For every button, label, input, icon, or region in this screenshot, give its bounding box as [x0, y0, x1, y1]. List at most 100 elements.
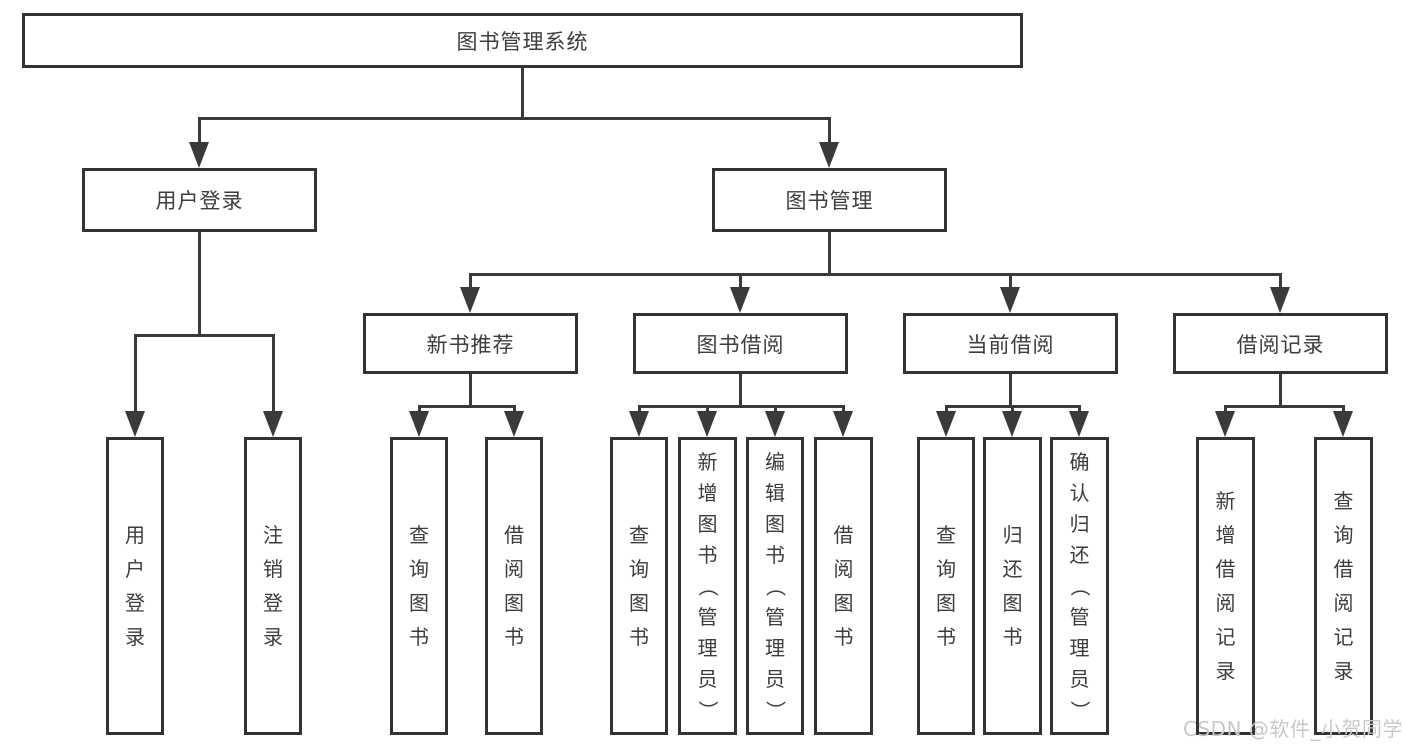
node-label-char: 登 [263, 591, 283, 615]
arrow-down-icon [765, 411, 785, 437]
node-label-char: 借 [833, 523, 854, 547]
watermark: CSDN @软件_小贺同学 [1183, 717, 1403, 741]
node-label-char: ） [1068, 700, 1092, 720]
node-current-borrowing: 当前借阅 [903, 313, 1118, 374]
arrow-down-icon [1215, 411, 1235, 437]
node-label-char: 认 [1069, 480, 1090, 505]
node-label-char: 增 [1215, 523, 1236, 547]
node-label-char: 辑 [765, 480, 785, 505]
node-leaf-return-books: 归还图书 [983, 437, 1042, 735]
node-label-char: 管 [697, 604, 718, 629]
node-label-char: 阅 [1333, 591, 1354, 615]
node-new-book-recommend: 新书推荐 [363, 313, 578, 374]
node-label-char: 图 [409, 591, 429, 615]
arrow-down-icon [409, 411, 429, 437]
node-label-char: 管 [765, 604, 785, 629]
node-label: 图书管理系统 [456, 29, 589, 54]
node-label-char: 图 [936, 591, 956, 615]
node-label-char: （ [763, 576, 788, 596]
node-label-char: 阅 [504, 557, 524, 581]
arrow-down-icon [936, 411, 956, 437]
node-label-char: 书 [409, 625, 429, 649]
node-label-char: 确 [1069, 449, 1090, 474]
node-label-char: 户 [125, 557, 145, 581]
node-label-char: 查 [1333, 489, 1354, 513]
node-label-char: 询 [629, 557, 649, 581]
node-leaf-borrow-books-1: 借阅图书 [485, 437, 543, 735]
arrow-down-icon [1002, 411, 1022, 437]
node-label-char: 理 [1069, 635, 1090, 660]
connector-line [1223, 404, 1345, 408]
node-label-char: 询 [1333, 523, 1354, 547]
node-label-char: 录 [1333, 659, 1354, 683]
connector-line [827, 116, 831, 161]
node-label-char: 询 [409, 557, 429, 581]
node-label-char: 管 [1069, 604, 1090, 629]
node-label-char: 查 [409, 523, 429, 547]
node-label-char: 用 [125, 523, 145, 547]
arrow-down-icon [263, 411, 283, 437]
node-user-login: 用户登录 [82, 168, 317, 232]
connector-line [738, 373, 742, 408]
connector-line [133, 333, 275, 337]
node-label: 借阅记录 [1236, 332, 1325, 357]
node-label-char: 编 [765, 449, 785, 474]
connector-line [1278, 373, 1282, 408]
node-label-char: 图 [765, 511, 785, 536]
node-label: 图书管理 [785, 189, 874, 213]
node-label-char: 记 [1215, 625, 1236, 649]
connector-line [637, 404, 845, 408]
node-label-char: 录 [125, 625, 145, 649]
node-label-char: （ [1068, 576, 1092, 596]
node-label-char: 增 [697, 480, 718, 505]
arrow-down-icon [1000, 287, 1020, 313]
connector-line [197, 116, 831, 120]
node-leaf-add-borrow-record: 新增借阅记录 [1196, 437, 1255, 735]
node-label-char: 归 [1002, 523, 1023, 547]
node-label-char: 书 [765, 542, 785, 567]
arrow-down-icon [504, 411, 524, 437]
node-label-char: ） [763, 700, 788, 720]
node-label-char: 录 [263, 625, 283, 649]
node-label-char: 图 [697, 511, 718, 536]
node-label-char: 书 [1002, 625, 1023, 649]
node-label-char: 图 [504, 591, 524, 615]
node-label: 用户登录 [155, 189, 244, 213]
node-leaf-logout: 注销登录 [244, 437, 302, 735]
arrow-down-icon [833, 411, 853, 437]
node-label-char: 书 [629, 625, 649, 649]
node-label-char: 图 [629, 591, 649, 615]
node-label: 图书借阅 [696, 332, 785, 357]
node-label-char: 书 [697, 542, 718, 567]
connector-line [827, 231, 831, 276]
node-label-char: 新 [697, 449, 718, 474]
node-book-borrowing: 图书借阅 [633, 313, 848, 374]
node-label-char: （ [696, 576, 720, 596]
connector-line [197, 231, 201, 337]
node-label-char: 理 [765, 635, 785, 660]
node-label-char: 注 [263, 523, 283, 547]
arrow-down-icon [189, 142, 209, 168]
node-label-char: 归 [1069, 511, 1090, 536]
node-leaf-query-borrow-record: 查询借阅记录 [1314, 437, 1373, 735]
node-label-char: 录 [1215, 659, 1236, 683]
arrow-down-icon [697, 411, 717, 437]
arrow-down-icon [1270, 287, 1290, 313]
node-label-char: 销 [263, 557, 283, 581]
connector-line [1008, 373, 1012, 408]
node-label-char: ） [696, 700, 720, 720]
node-leaf-add-books: 新增图书（管理员） [678, 437, 737, 735]
node-leaf-borrow-books-2: 借阅图书 [814, 437, 873, 735]
node-leaf-edit-books: 编辑图书（管理员） [746, 437, 804, 735]
connector-line [520, 67, 524, 120]
node-label-char: 查 [936, 523, 956, 547]
node-label-char: 还 [1002, 557, 1023, 581]
node-label-char: 借 [1215, 557, 1236, 581]
node-label-char: 阅 [1215, 591, 1236, 615]
arrow-down-icon [125, 411, 145, 437]
node-label-char: 新 [1215, 489, 1236, 513]
connector-line [133, 333, 137, 430]
node-label-char: 图 [1002, 591, 1023, 615]
arrow-down-icon [730, 287, 750, 313]
